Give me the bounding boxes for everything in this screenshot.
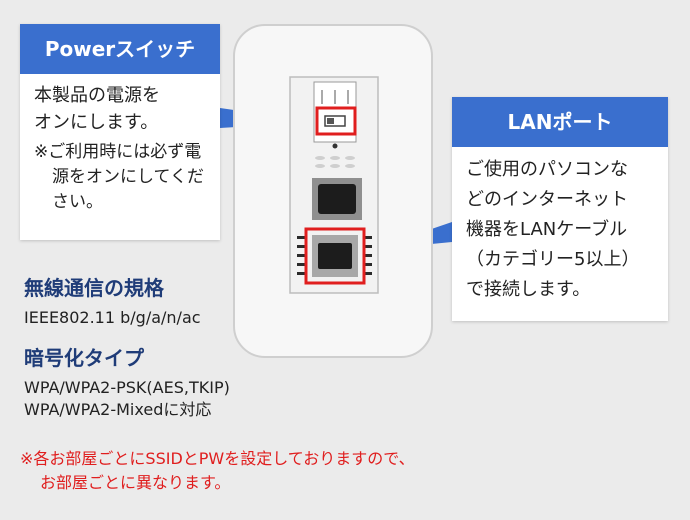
power-desc-line1: 本製品の電源を [34,85,160,106]
lan-desc-line: （カテゴリー5以上） [466,249,640,270]
lan-desc-line: どのインターネット [466,189,628,210]
bottom-note-line2: お部屋ごとに異なります。 [40,473,231,492]
wireless-spec-title: 無線通信の規格 [24,276,164,300]
power-switch-callout: Powerスイッチ 本製品の電源を オンにします。 ※ご利用時には必ず電源をオン… [20,24,220,240]
lan-desc-line: ご使用のパソコンな [466,159,628,180]
status-led [332,143,338,149]
power-note: ※ご利用時には必ず電源をオンにしてください。 [34,142,204,212]
wireless-spec-value: IEEE802.11 b/g/a/n/ac [24,308,201,327]
encryption-spec: 暗号化タイプ WPA/WPA2-PSK(AES,TKIP) WPA/WPA2-M… [24,342,230,421]
upper-port[interactable] [318,184,356,214]
lan-desc-line: 機器をLANケーブル [466,219,628,240]
bottom-note: ※各お部屋ごとにSSIDとPWを設定しておりますので、 お部屋ごとに異なります。 [20,447,520,495]
power-switch-title: Powerスイッチ [20,24,220,74]
encryption-spec-value: WPA/WPA2-Mixedに対応 [24,400,212,419]
power-switch[interactable] [324,115,346,127]
power-desc-line2: オンにします。 [34,112,159,133]
encryption-spec-value: WPA/WPA2-PSK(AES,TKIP) [24,378,230,397]
port-pins-right [364,236,372,275]
port-pins-left [297,236,305,275]
bottom-note-line1: ※各お部屋ごとにSSIDとPWを設定しておりますので、 [20,449,415,468]
lan-port-highlight [304,227,366,285]
lan-port[interactable] [318,243,352,269]
lan-port-callout: LANポート ご使用のパソコンな どのインターネット 機器をLANケーブル （カ… [452,97,668,321]
lan-desc-line: で接続します。 [466,279,591,300]
lan-port-title: LANポート [452,97,668,147]
encryption-spec-title: 暗号化タイプ [24,346,144,370]
wireless-spec: 無線通信の規格 IEEE802.11 b/g/a/n/ac [24,272,201,329]
power-switch-highlight [315,106,357,136]
vent-slots [315,156,355,168]
